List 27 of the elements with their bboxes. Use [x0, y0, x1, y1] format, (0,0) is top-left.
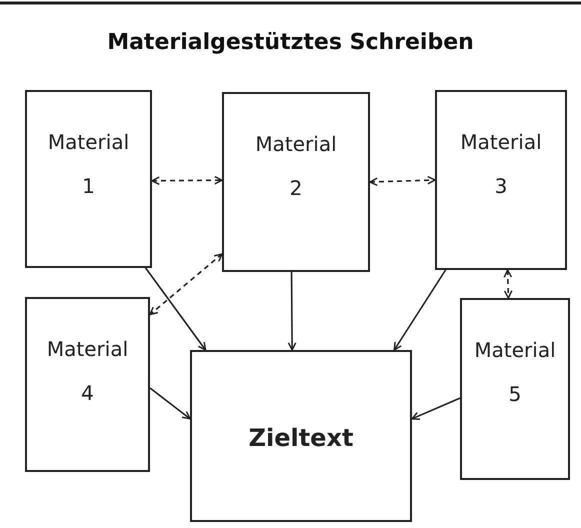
dashed-arrow — [369, 176, 436, 186]
box-label: Material — [46, 337, 130, 361]
box-number: 2 — [288, 176, 304, 200]
target-box — [190, 350, 412, 522]
arrow — [150, 387, 191, 420]
box-number: 1 — [81, 174, 96, 198]
box-label: Material — [46, 130, 130, 154]
box-number: 5 — [508, 382, 522, 406]
arrow — [394, 270, 446, 351]
box-label: Material — [254, 132, 338, 156]
box-label: Material — [473, 338, 557, 362]
box-number: 3 — [494, 174, 508, 198]
material-box — [25, 297, 150, 472]
box-label: Zieltext — [248, 424, 354, 452]
dashed-arrow — [151, 176, 223, 186]
material-box — [25, 90, 152, 268]
dashed-arrow — [503, 269, 513, 299]
title: Materialgestütztes Schreiben — [106, 30, 475, 55]
material-box — [460, 298, 570, 480]
arrow — [288, 272, 296, 351]
material-box — [435, 90, 567, 270]
box-label: Material — [459, 130, 543, 154]
arrow — [411, 397, 460, 420]
material-box — [222, 92, 370, 272]
dashed-arrow — [149, 253, 223, 316]
box-number: 4 — [80, 381, 95, 405]
arrow — [145, 268, 206, 351]
